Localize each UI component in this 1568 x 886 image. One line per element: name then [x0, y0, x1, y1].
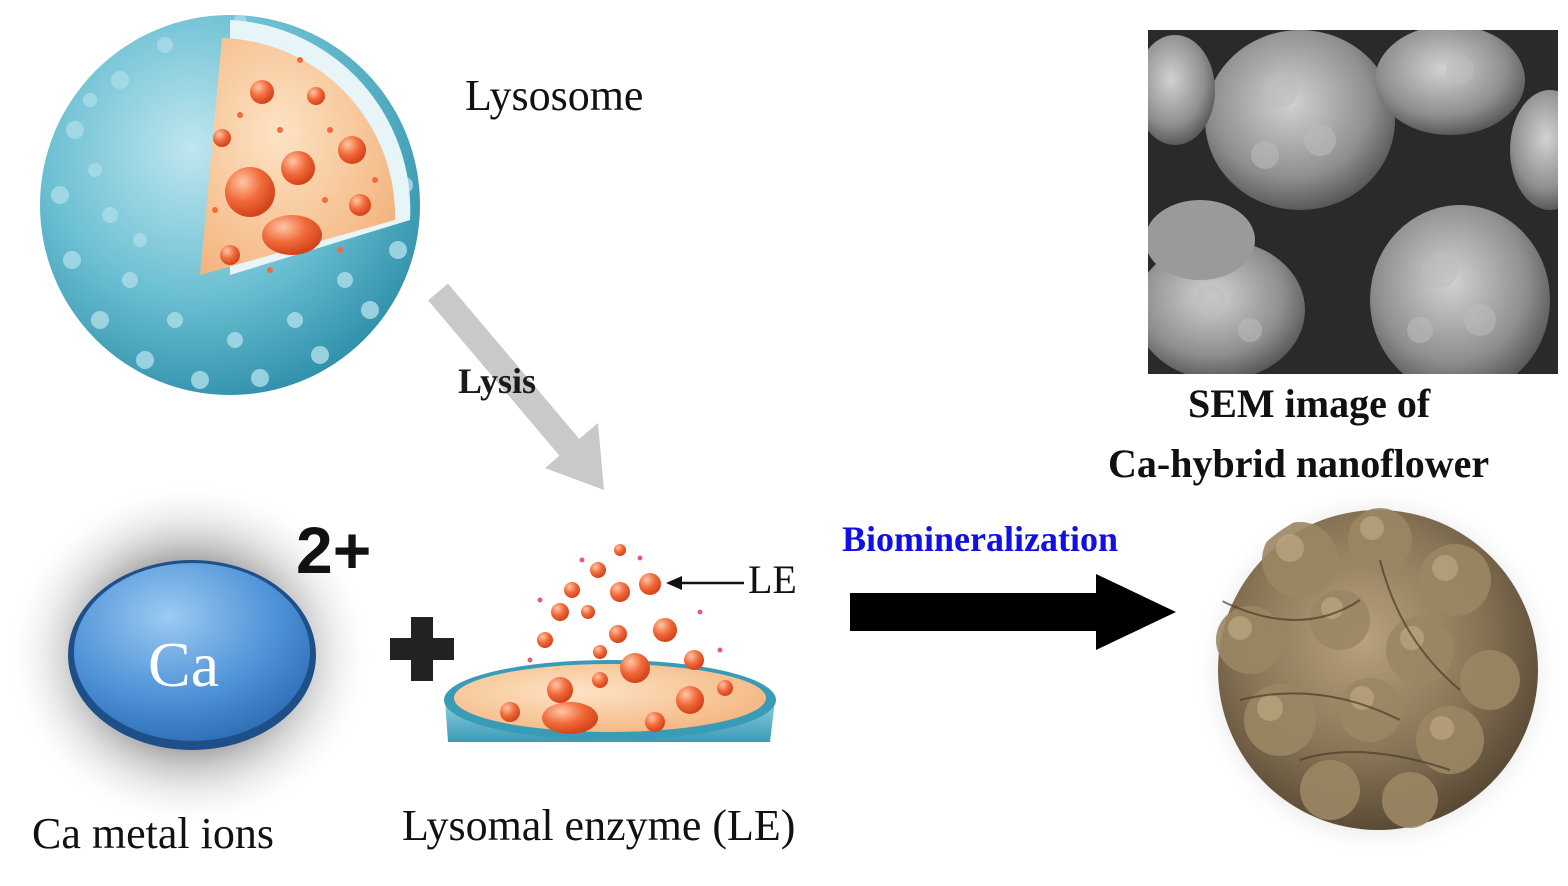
charge-label: 2+	[296, 513, 372, 587]
le-label: LE	[748, 557, 797, 602]
biomineralization-arrow	[850, 574, 1176, 650]
lysomal-enzyme-label: Lysomal enzyme (LE)	[402, 801, 796, 850]
calcium-ion-icon	[5, 480, 375, 830]
lysis-arrow	[428, 283, 604, 490]
enzyme-dish-icon	[444, 544, 776, 742]
nanoflower-icon	[1192, 484, 1564, 860]
lysosome-icon	[40, 15, 420, 395]
biomineralization-label: Biomineralization	[842, 519, 1118, 559]
ca-metal-ions-label: Ca metal ions	[32, 809, 274, 858]
le-pointer-arrow	[666, 576, 744, 590]
sem-image	[1148, 30, 1558, 374]
calcium-symbol: Ca	[148, 629, 220, 700]
plus-icon	[390, 617, 454, 681]
lysis-label: Lysis	[458, 361, 537, 401]
sem-caption-line2: Ca-hybrid nanoflower	[1108, 441, 1490, 486]
sem-caption-line1: SEM image of	[1188, 381, 1431, 426]
lysosome-label: Lysosome	[465, 71, 644, 120]
